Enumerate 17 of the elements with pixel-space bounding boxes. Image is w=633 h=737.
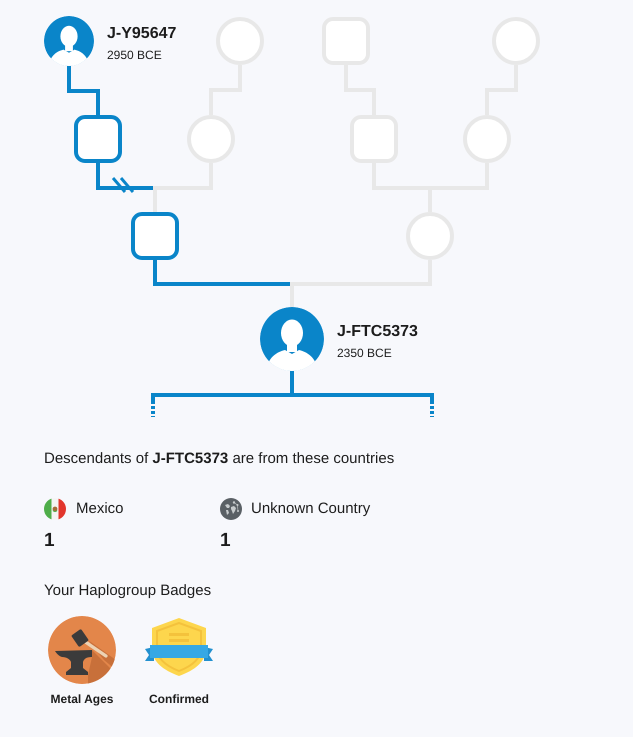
section-heading: Descendants of J-FTC5373 are from these countries <box>44 449 394 469</box>
connector-line <box>67 66 100 115</box>
section-heading: Your Haplogroup Badges <box>44 581 212 601</box>
connector-line <box>153 163 213 212</box>
connector-line <box>290 260 432 307</box>
country-name: Unknown Country <box>251 499 370 519</box>
haplogroup-name: J-FTC5373 <box>337 322 418 342</box>
descendant-count: 1 <box>220 529 231 553</box>
rounded-square-node <box>131 212 179 260</box>
rounded-square-node <box>74 115 122 163</box>
badge-caption: Metal Ages <box>50 692 114 707</box>
descendant-count: 1 <box>44 529 55 553</box>
badge-caption: Confirmed <box>149 692 209 707</box>
age-estimate: 2350 BCE <box>337 344 393 360</box>
haplogroup-name: J-Y95647 <box>107 24 176 44</box>
country-name: Mexico <box>76 499 124 519</box>
age-estimate: 2950 BCE <box>107 46 163 62</box>
